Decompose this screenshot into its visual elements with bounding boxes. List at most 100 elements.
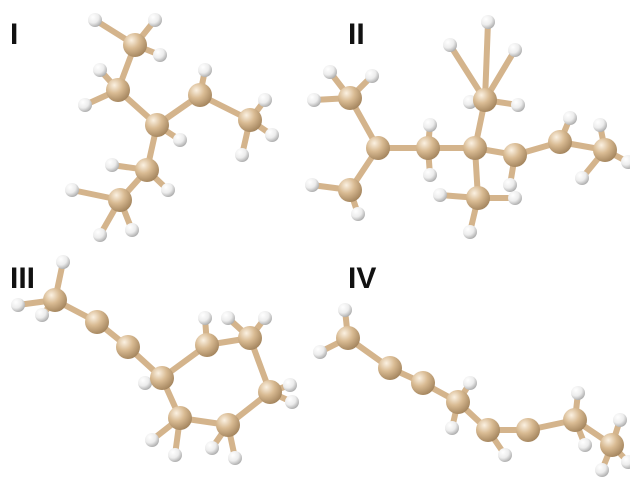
hydrogen-atom	[433, 188, 447, 202]
carbon-atom	[466, 186, 490, 210]
hydrogen-atom	[508, 191, 522, 205]
carbon-atom	[168, 406, 192, 430]
carbon-atom	[366, 136, 390, 160]
carbon-atom	[123, 33, 147, 57]
hydrogen-atom	[138, 376, 152, 390]
hydrogen-atom	[221, 311, 235, 325]
hydrogen-atom	[258, 93, 272, 107]
hydrogen-atom	[423, 118, 437, 132]
hydrogen-atom	[338, 303, 352, 317]
hydrogen-atom	[595, 463, 609, 477]
hydrogen-atom	[148, 13, 162, 27]
carbon-atom	[516, 418, 540, 442]
hydrogen-atom	[11, 298, 25, 312]
hydrogen-atom	[323, 65, 337, 79]
carbon-atom	[336, 326, 360, 350]
hydrogen-atom	[235, 148, 249, 162]
hydrogen-atom	[463, 225, 477, 239]
hydrogen-atom	[88, 13, 102, 27]
hydrogen-atom	[563, 111, 577, 125]
hydrogen-atom	[265, 128, 279, 142]
carbon-atom	[416, 136, 440, 160]
carbon-atom	[600, 433, 624, 457]
carbon-atom	[135, 158, 159, 182]
panel-label-II: II	[348, 18, 365, 51]
hydrogen-atom	[313, 345, 327, 359]
hydrogen-atom	[481, 15, 495, 29]
panel-label-III: III	[10, 262, 35, 295]
hydrogen-atom	[93, 228, 107, 242]
hydrogen-atom	[351, 207, 365, 221]
hydrogen-atom	[305, 178, 319, 192]
hydrogen-atom	[503, 178, 517, 192]
hydrogen-atom	[56, 255, 70, 269]
hydrogen-atom	[593, 118, 607, 132]
carbon-atom	[85, 310, 109, 334]
carbon-atom	[463, 136, 487, 160]
carbon-atom	[503, 143, 527, 167]
hydrogen-atom	[571, 386, 585, 400]
carbon-atom	[150, 366, 174, 390]
hydrogen-atom	[65, 183, 79, 197]
molecule-IV	[313, 303, 630, 477]
hydrogen-atom	[285, 395, 299, 409]
hydrogen-atom	[578, 438, 592, 452]
hydrogen-atom	[283, 378, 297, 392]
hydrogen-atom	[443, 38, 457, 52]
hydrogen-atom	[575, 171, 589, 185]
hydrogen-atom	[93, 63, 107, 77]
carbon-atom	[106, 78, 130, 102]
carbon-atom	[593, 138, 617, 162]
carbon-atom	[195, 333, 219, 357]
carbon-atom	[473, 88, 497, 112]
hydrogen-atom	[153, 48, 167, 62]
panel-label-IV: IV	[348, 262, 376, 295]
carbon-atom	[338, 86, 362, 110]
hydrogen-atom	[621, 455, 630, 469]
hydrogen-atom	[205, 441, 219, 455]
carbon-atom	[563, 408, 587, 432]
hydrogen-atom	[621, 155, 630, 169]
molecule-I	[65, 13, 279, 242]
bond	[482, 19, 491, 103]
carbon-atom	[238, 108, 262, 132]
panel-label-I: I	[10, 18, 18, 51]
carbon-atom	[216, 413, 240, 437]
hydrogen-atom	[105, 158, 119, 172]
carbon-atom	[548, 130, 572, 154]
hydrogen-atom	[508, 43, 522, 57]
hydrogen-atom	[173, 133, 187, 147]
hydrogen-atom	[613, 413, 627, 427]
hydrogen-atom	[161, 183, 175, 197]
carbon-atom	[338, 178, 362, 202]
hydrogen-atom	[423, 168, 437, 182]
carbon-atom	[108, 188, 132, 212]
hydrogen-atom	[463, 376, 477, 390]
hydrogen-atom	[145, 433, 159, 447]
molecule-III	[11, 255, 299, 465]
hydrogen-atom	[228, 451, 242, 465]
hydrogen-atom	[168, 448, 182, 462]
carbon-atom	[258, 380, 282, 404]
hydrogen-atom	[78, 98, 92, 112]
carbon-atom	[411, 371, 435, 395]
hydrogen-atom	[258, 311, 272, 325]
carbon-atom	[446, 390, 470, 414]
hydrogen-atom	[511, 98, 525, 112]
molecule-II	[305, 15, 630, 239]
carbon-atom	[238, 326, 262, 350]
hydrogen-atom	[498, 448, 512, 462]
hydrogen-atom	[445, 421, 459, 435]
carbon-atom	[188, 83, 212, 107]
hydrogen-atom	[365, 69, 379, 83]
carbon-atom	[476, 418, 500, 442]
hydrogen-atom	[307, 93, 321, 107]
carbon-atom	[145, 113, 169, 137]
hydrogen-atom	[198, 63, 212, 77]
carbon-atom	[378, 356, 402, 380]
carbon-atom	[43, 288, 67, 312]
hydrogen-atom	[125, 223, 139, 237]
hydrogen-atom	[35, 308, 49, 322]
hydrogen-atom	[198, 311, 212, 325]
